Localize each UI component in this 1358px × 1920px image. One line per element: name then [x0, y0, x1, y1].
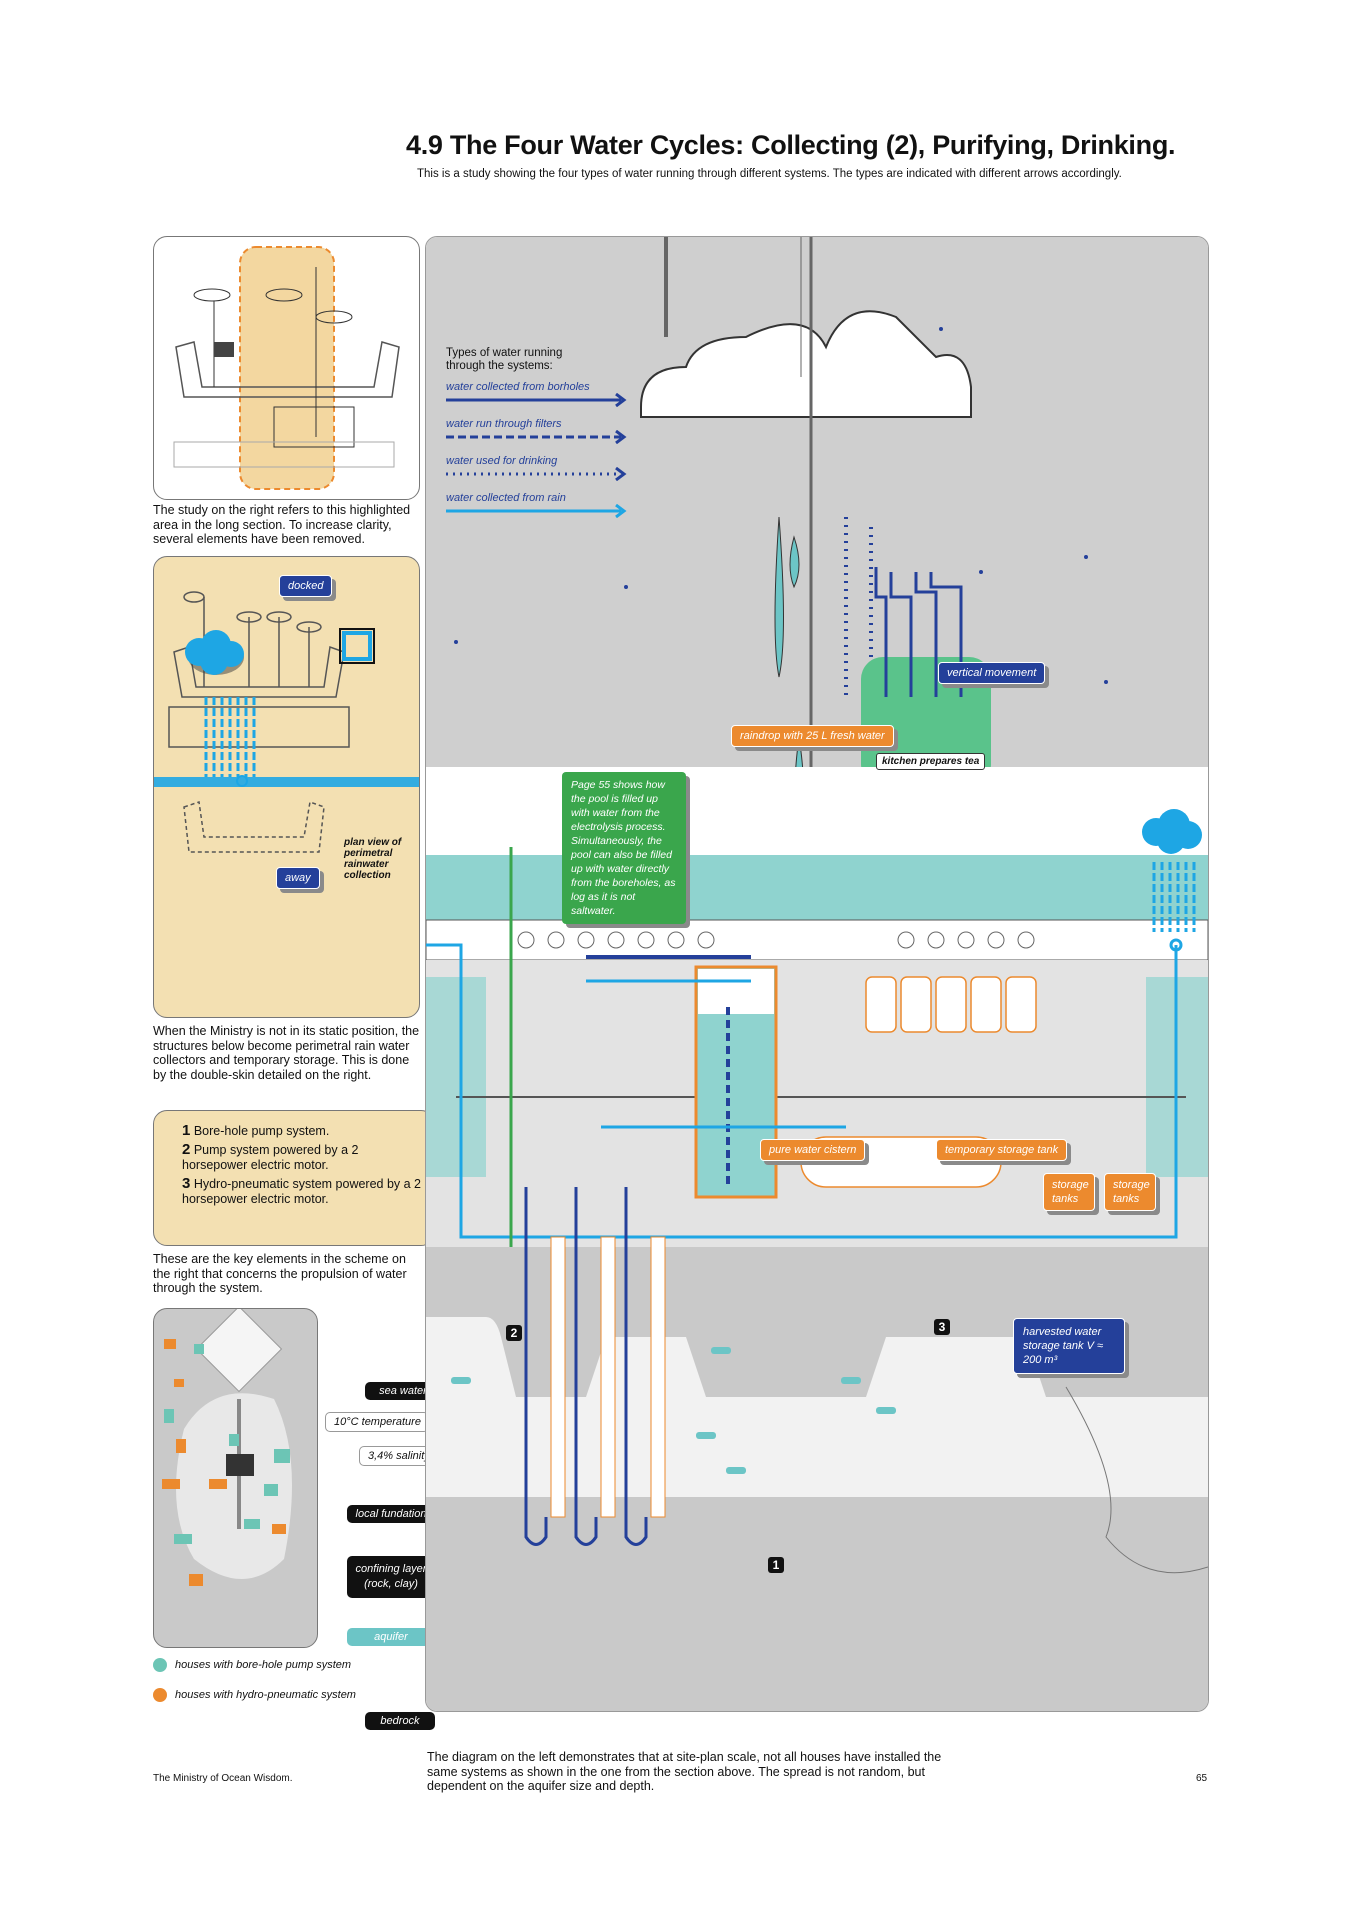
raindrop-callout: raindrop with 25 L fresh water — [731, 725, 894, 747]
docked-away-drawing — [154, 591, 419, 853]
docked-away-panel: docked away plan view of perimetral rain… — [153, 556, 420, 1018]
key-element-2: 2 Pump system powered by a 2 horsepower … — [182, 1141, 359, 1172]
highlighted-area — [239, 246, 335, 490]
sky — [426, 237, 1208, 767]
tag-sea-water: sea water — [365, 1382, 441, 1400]
key-element-1: 1 Bore-hole pump system. — [182, 1122, 330, 1139]
arrow-dashed-icon — [446, 429, 627, 445]
cloud-structure — [640, 310, 972, 418]
vertical-movement-callout: vertical movement — [938, 662, 1046, 684]
plan-view-label: plan view of perimetral rainwater collec… — [344, 837, 402, 881]
arrow-dotted-icon — [446, 466, 627, 482]
legend-dot-orange — [153, 1688, 167, 1702]
raindrop — [789, 535, 800, 589]
tag-temperature: 10°C temperature — [325, 1412, 429, 1432]
caption-section: The study on the right refers to this hi… — [153, 503, 411, 546]
long-section-thumbnail — [153, 236, 420, 500]
harvested-tank-callout: harvested water storage tank V ≈ 200 m³ — [1013, 1318, 1125, 1374]
tag-local-foundation: local fundation — [347, 1505, 435, 1523]
caption-bottom: The diagram on the left demonstrates tha… — [427, 1750, 942, 1793]
marker-1: 1 — [768, 1557, 784, 1573]
arrow-rain-icon — [446, 503, 627, 519]
caption-key: These are the key elements in the scheme… — [153, 1252, 407, 1295]
section-diagram: Types of water running through the syste… — [425, 236, 1209, 1712]
docked-label: docked — [279, 575, 333, 597]
pure-water-cistern-callout: pure water cistern — [760, 1139, 866, 1161]
storage-tanks-callout-1: storage tanks — [1043, 1173, 1095, 1211]
site-plan-drawing — [162, 1305, 292, 1586]
publication-name: The Ministry of Ocean Wisdom. — [153, 1773, 293, 1784]
pool-note-callout: Page 55 shows how the pool is filled up … — [562, 772, 686, 924]
marker-3: 3 — [934, 1319, 950, 1335]
long-section-drawing — [173, 246, 400, 490]
key-element-3: 3 Hydro-pneumatic system powered by a 2 … — [182, 1175, 422, 1206]
tag-salinity: 3,4% salinity — [359, 1446, 430, 1466]
page-title: 4.9 The Four Water Cycles: Collecting (2… — [406, 130, 1176, 160]
legend-item-filters: water run through filters — [446, 418, 636, 449]
marker-2: 2 — [506, 1325, 522, 1341]
legend-item-rain: water collected from rain — [446, 492, 636, 523]
tag-bedrock: bedrock — [365, 1712, 435, 1730]
page-number: 65 — [1196, 1773, 1208, 1784]
page-subtitle: This is a study showing the four types o… — [417, 168, 1122, 180]
legend-item-borehole: water collected from borholes — [446, 381, 636, 412]
legend-item-drinking: water used for drinking — [446, 455, 636, 486]
temporary-storage-tank-callout: temporary storage tank — [936, 1139, 1068, 1161]
site-plan — [153, 1305, 318, 1648]
rain-cloud-icon — [185, 630, 244, 675]
kitchen-label: kitchen prepares tea — [876, 753, 986, 770]
caption-ministry: When the Ministry is not in its static p… — [153, 1024, 420, 1082]
away-label: away — [276, 867, 320, 889]
rain-cloud-icon-right — [1142, 809, 1202, 952]
legend-dot-teal — [153, 1658, 167, 1672]
arrow-solid-icon — [446, 392, 627, 408]
key-elements-box: 1 Bore-hole pump system. 2 Pump system p… — [153, 1110, 435, 1246]
pool-water — [426, 855, 1208, 920]
tag-confining-layer: confining layer (rock, clay) — [347, 1556, 435, 1598]
storage-tanks-callout-2: storage tanks — [1104, 1173, 1156, 1211]
legend-heading: Types of water running through the syste… — [446, 347, 563, 372]
tag-aquifer: aquifer — [347, 1628, 435, 1646]
water-types-legend: Types of water running through the syste… — [446, 347, 636, 523]
